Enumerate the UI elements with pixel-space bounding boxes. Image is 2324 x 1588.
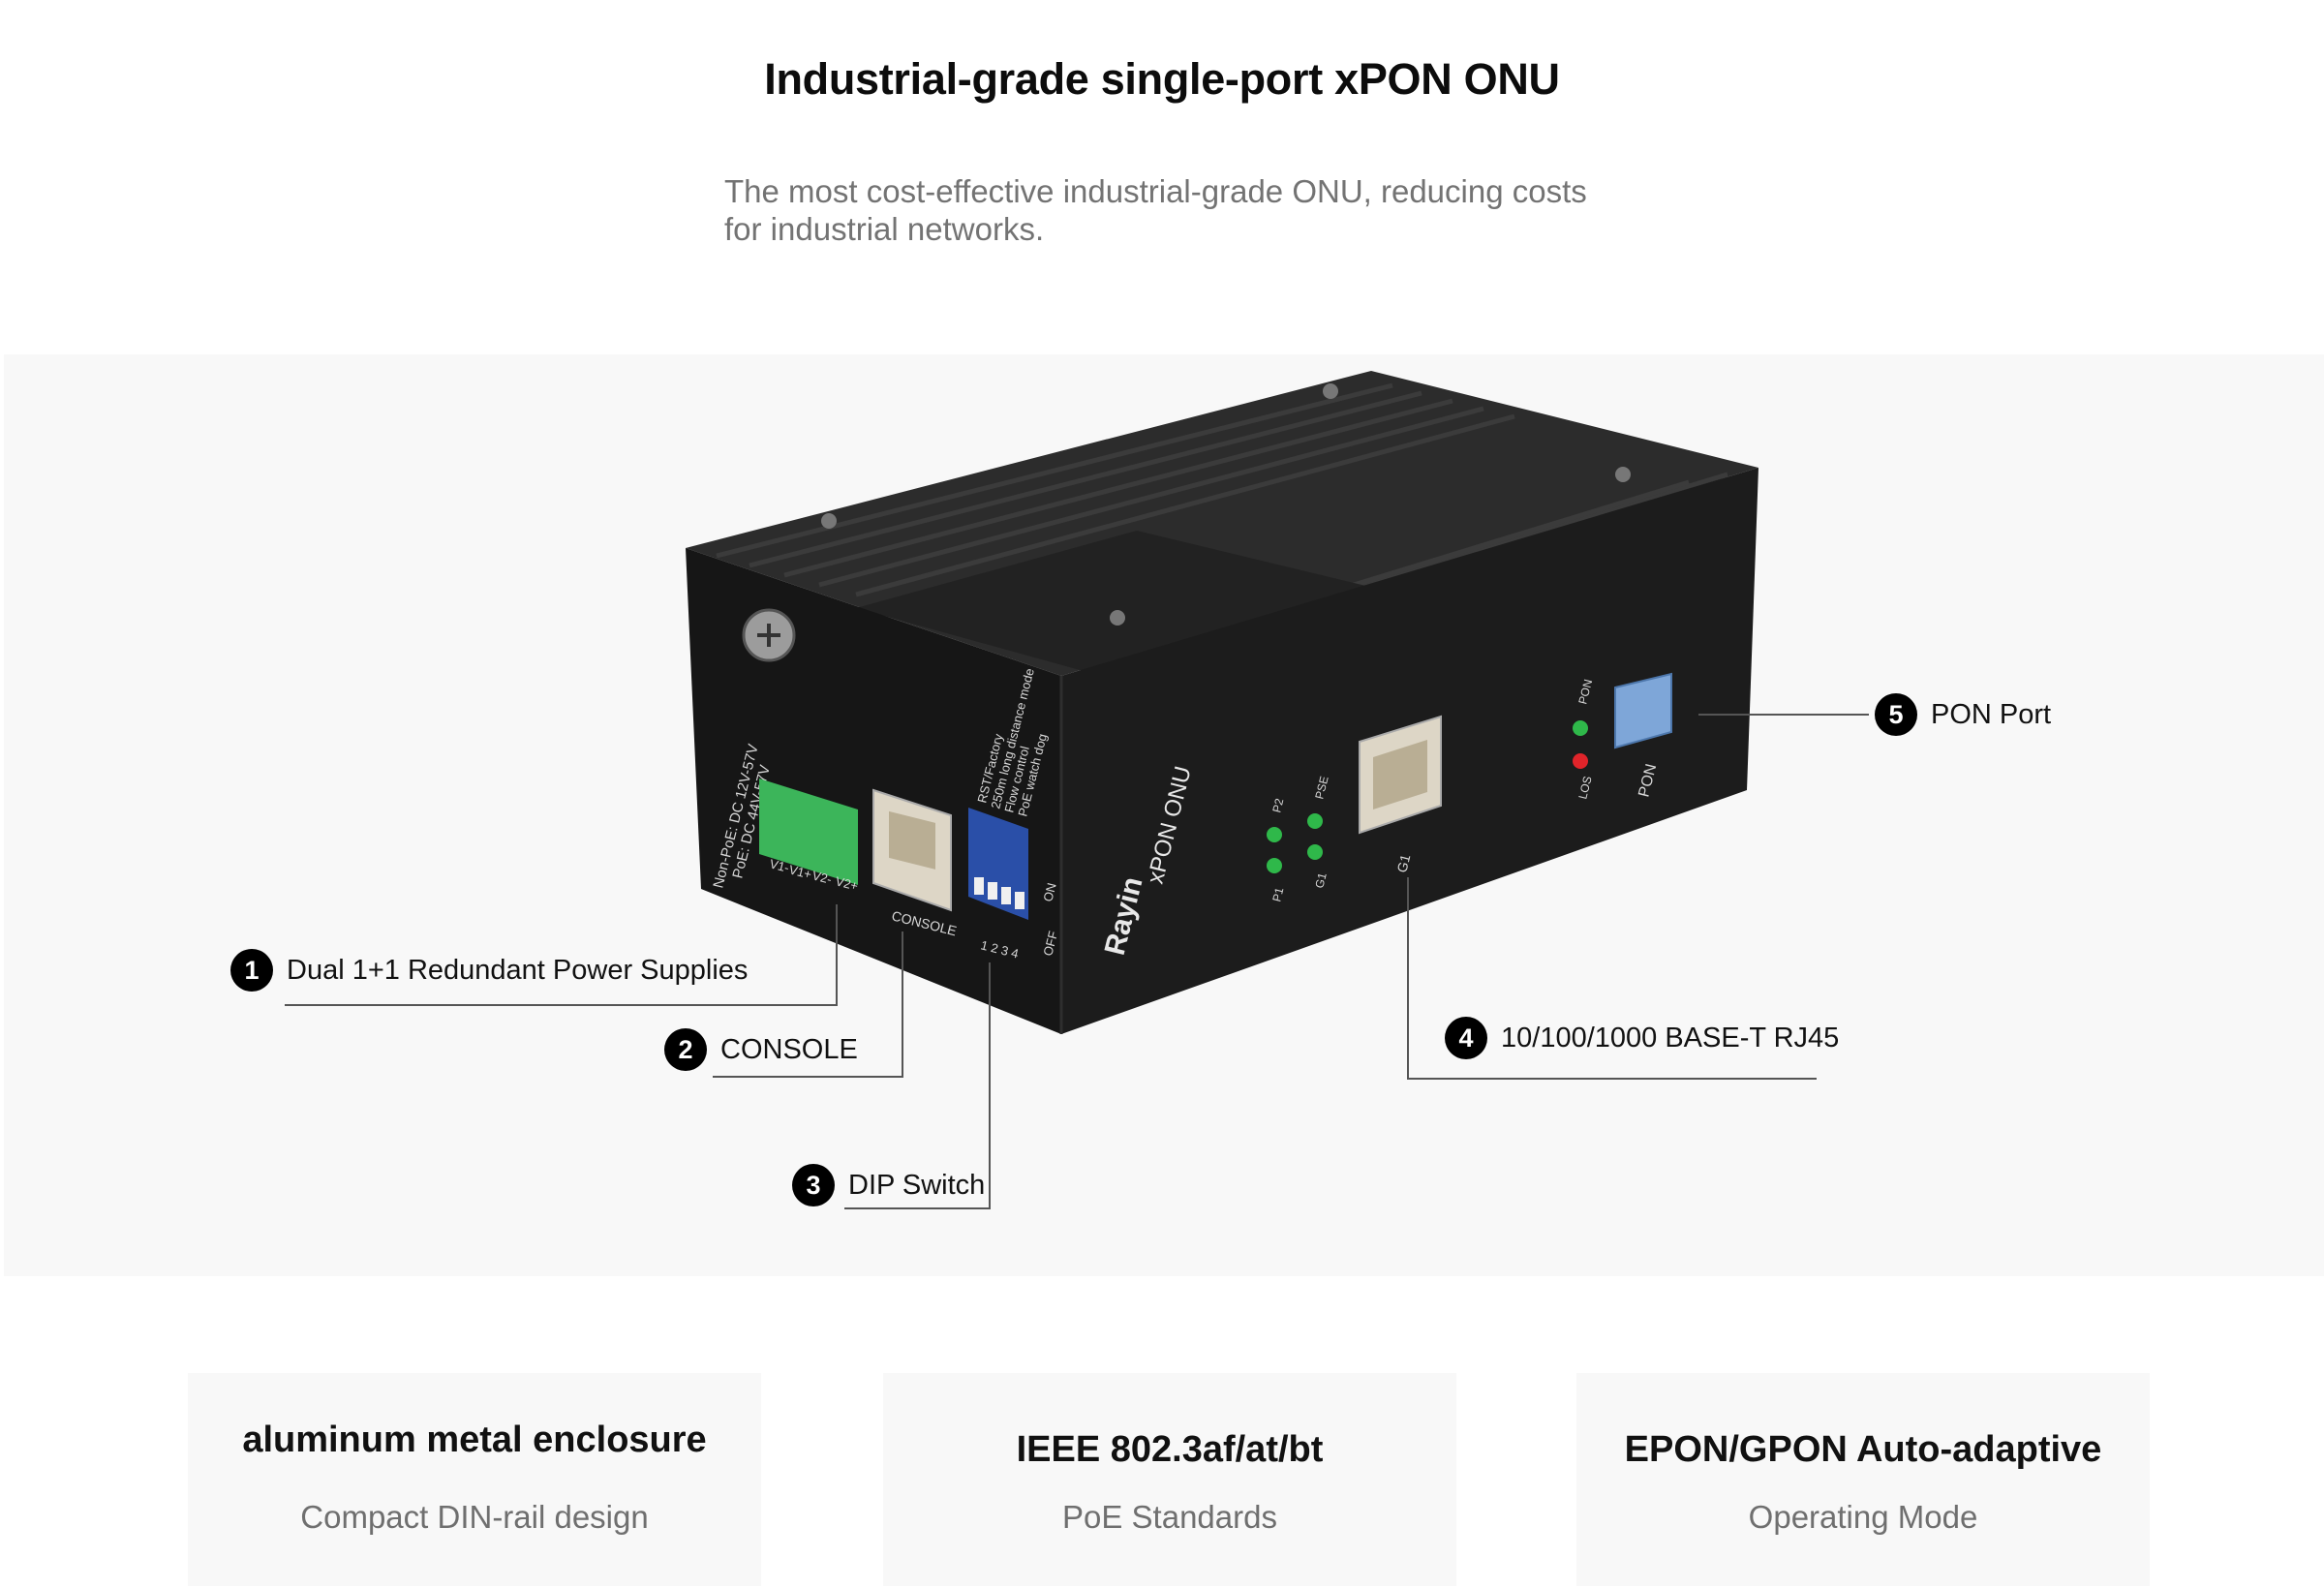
callout-badge-1: 1 (230, 949, 273, 992)
led-label-p1: P1 (1269, 886, 1286, 903)
led-los (1573, 753, 1588, 769)
callout-badge-5: 5 (1875, 693, 1917, 736)
callout-label-3: DIP Switch (848, 1169, 986, 1201)
callout-badge-3: 3 (792, 1164, 835, 1206)
feature-title-enclosure: aluminum metal enclosure (242, 1420, 707, 1460)
feature-card-poe: IEEE 802.3af/at/bt PoE Standards (883, 1373, 1456, 1586)
led-label-los: LOS (1575, 775, 1594, 801)
terminal-pin-labels: V1- V1+ V2- V2+ (768, 856, 859, 893)
leader-line-1 (285, 904, 838, 1006)
feature-card-mode: EPON/GPON Auto-adaptive Operating Mode (1576, 1373, 2150, 1586)
callout-badge-4: 4 (1445, 1017, 1487, 1059)
led-label-p2: P2 (1269, 797, 1286, 814)
callout-leader-lines (285, 714, 1869, 1209)
led-labels: P2 P1 PSE G1 (1269, 775, 1330, 903)
led-pse (1307, 813, 1323, 829)
feature-subtitle-mode: Operating Mode (1748, 1499, 1978, 1535)
top-screws (821, 383, 1631, 626)
onu-device-illustration: Non-PoE: DC 12V-57V PoE: DC 44V-57V V1- … (285, 371, 1869, 1209)
feature-subtitle-poe: PoE Standards (1062, 1499, 1277, 1535)
callout-console: 2 CONSOLE (664, 1028, 858, 1071)
pin-v1-plus: V1+ (787, 862, 812, 881)
callout-label-1: Dual 1+1 Redundant Power Supplies (287, 954, 749, 986)
leader-line-3 (844, 962, 991, 1209)
port-leds (1267, 813, 1323, 873)
feature-title-mode: EPON/GPON Auto-adaptive (1624, 1429, 2102, 1470)
leader-line-2 (713, 931, 903, 1078)
page-subtitle: The most cost-effective industrial-grade… (724, 172, 1654, 248)
callout-power-supplies: 1 Dual 1+1 Redundant Power Supplies (230, 949, 748, 992)
pin-v2-minus: V2- (810, 868, 833, 886)
dip-switch-toggles (974, 877, 1024, 909)
led-p1 (1267, 858, 1282, 873)
callout-label-5: PON Port (1931, 698, 2052, 730)
led-p2 (1267, 827, 1282, 842)
leader-line-4 (1407, 877, 1817, 1080)
led-label-pon: PON (1575, 678, 1595, 706)
dip-on-label: ON (1040, 881, 1058, 903)
feature-subtitle-enclosure: Compact DIN-rail design (300, 1499, 649, 1535)
led-pon (1573, 720, 1588, 736)
power-terminal-block (759, 779, 858, 885)
led-label-pse: PSE (1312, 775, 1330, 801)
led-g1 (1307, 844, 1323, 860)
page-title: Industrial-grade single-port xPON ONU (764, 54, 1560, 104)
callout-pon-port: 5 PON Port (1875, 693, 2051, 736)
callout-rj45: 4 10/100/1000 BASE-T RJ45 (1445, 1017, 1839, 1059)
rj45-port-label: G1 (1393, 853, 1413, 874)
pin-v1-minus: V1- (768, 856, 790, 874)
callout-dip-switch: 3 DIP Switch (792, 1164, 985, 1206)
product-hero: Non-PoE: DC 12V-57V PoE: DC 44V-57V V1- … (4, 354, 2324, 1276)
pin-v2-plus: V2+ (834, 873, 859, 893)
subtitle-line-1: The most cost-effective industrial-grade… (724, 173, 1587, 209)
led-label-g1: G1 (1312, 870, 1330, 889)
callout-label-4: 10/100/1000 BASE-T RJ45 (1501, 1022, 1840, 1054)
subtitle-line-2: for industrial networks. (724, 211, 1045, 247)
feature-card-enclosure: aluminum metal enclosure Compact DIN-rai… (188, 1373, 761, 1586)
callout-badge-2: 2 (664, 1028, 707, 1071)
callout-label-2: CONSOLE (720, 1033, 858, 1065)
feature-title-poe: IEEE 802.3af/at/bt (1016, 1429, 1324, 1470)
dip-off-label: OFF (1040, 930, 1060, 958)
pon-sfp-port (1614, 672, 1672, 749)
